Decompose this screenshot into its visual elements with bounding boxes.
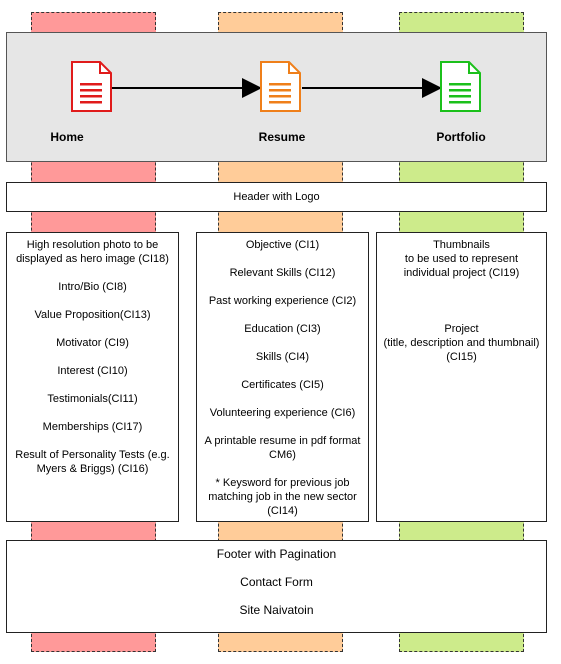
home-label: Home (50, 130, 84, 144)
home-document-icon (71, 61, 112, 112)
resume-content-box: Objective (CI1) Relevant Skills (CI12) P… (196, 232, 369, 522)
portfolio-label: Portfolio (436, 130, 486, 144)
home-item: Memberships (CI17) (42, 421, 143, 433)
header-label: Header with Logo (233, 191, 320, 203)
footer-pagination-label: Footer with Pagination (216, 547, 337, 561)
home-item: Result of Personality Tests (e.g. Myers … (15, 449, 170, 475)
resume-label: Resume (258, 130, 306, 144)
footer-box: Footer with Pagination Contact Form Site… (6, 540, 547, 633)
resume-item: Certificates (CI5) (241, 379, 324, 391)
resume-item: Objective (CI1) (245, 239, 320, 251)
home-item: Testimonials(CI11) (47, 393, 138, 405)
resume-item: Relevant Skills (CI12) (229, 267, 336, 279)
resume-item: Volunteering experience (CI6) (209, 407, 356, 419)
resume-document-icon (260, 61, 301, 112)
home-item: High resolution photo to be displayed as… (16, 239, 169, 265)
footer-contact-label: Contact Form (240, 575, 313, 589)
portfolio-document-icon (440, 61, 481, 112)
resume-item: Skills (CI4) (255, 351, 310, 363)
portfolio-item: Thumbnails to be used to represent indiv… (403, 239, 520, 279)
home-item: Value Proposition(CI13) (34, 309, 151, 321)
footer-navigation-label: Site Naivatoin (239, 603, 314, 617)
resume-item: * Keysword for previous job matching job… (208, 477, 357, 517)
resume-item: Education (CI3) (244, 323, 321, 335)
home-content-box: High resolution photo to be displayed as… (6, 232, 179, 522)
home-item: Intro/Bio (CI8) (58, 281, 127, 293)
resume-item: A printable resume in pdf format CM6) (204, 435, 361, 461)
resume-item: Past working experience (CI2) (208, 295, 357, 307)
home-item: Motivator (CI9) (56, 337, 129, 349)
portfolio-content-box: Thumbnails to be used to represent indiv… (376, 232, 547, 522)
home-item: Interest (CI10) (57, 365, 128, 377)
portfolio-item: Project (title, description and thumbnai… (383, 323, 540, 363)
header-box: Header with Logo (6, 182, 547, 212)
